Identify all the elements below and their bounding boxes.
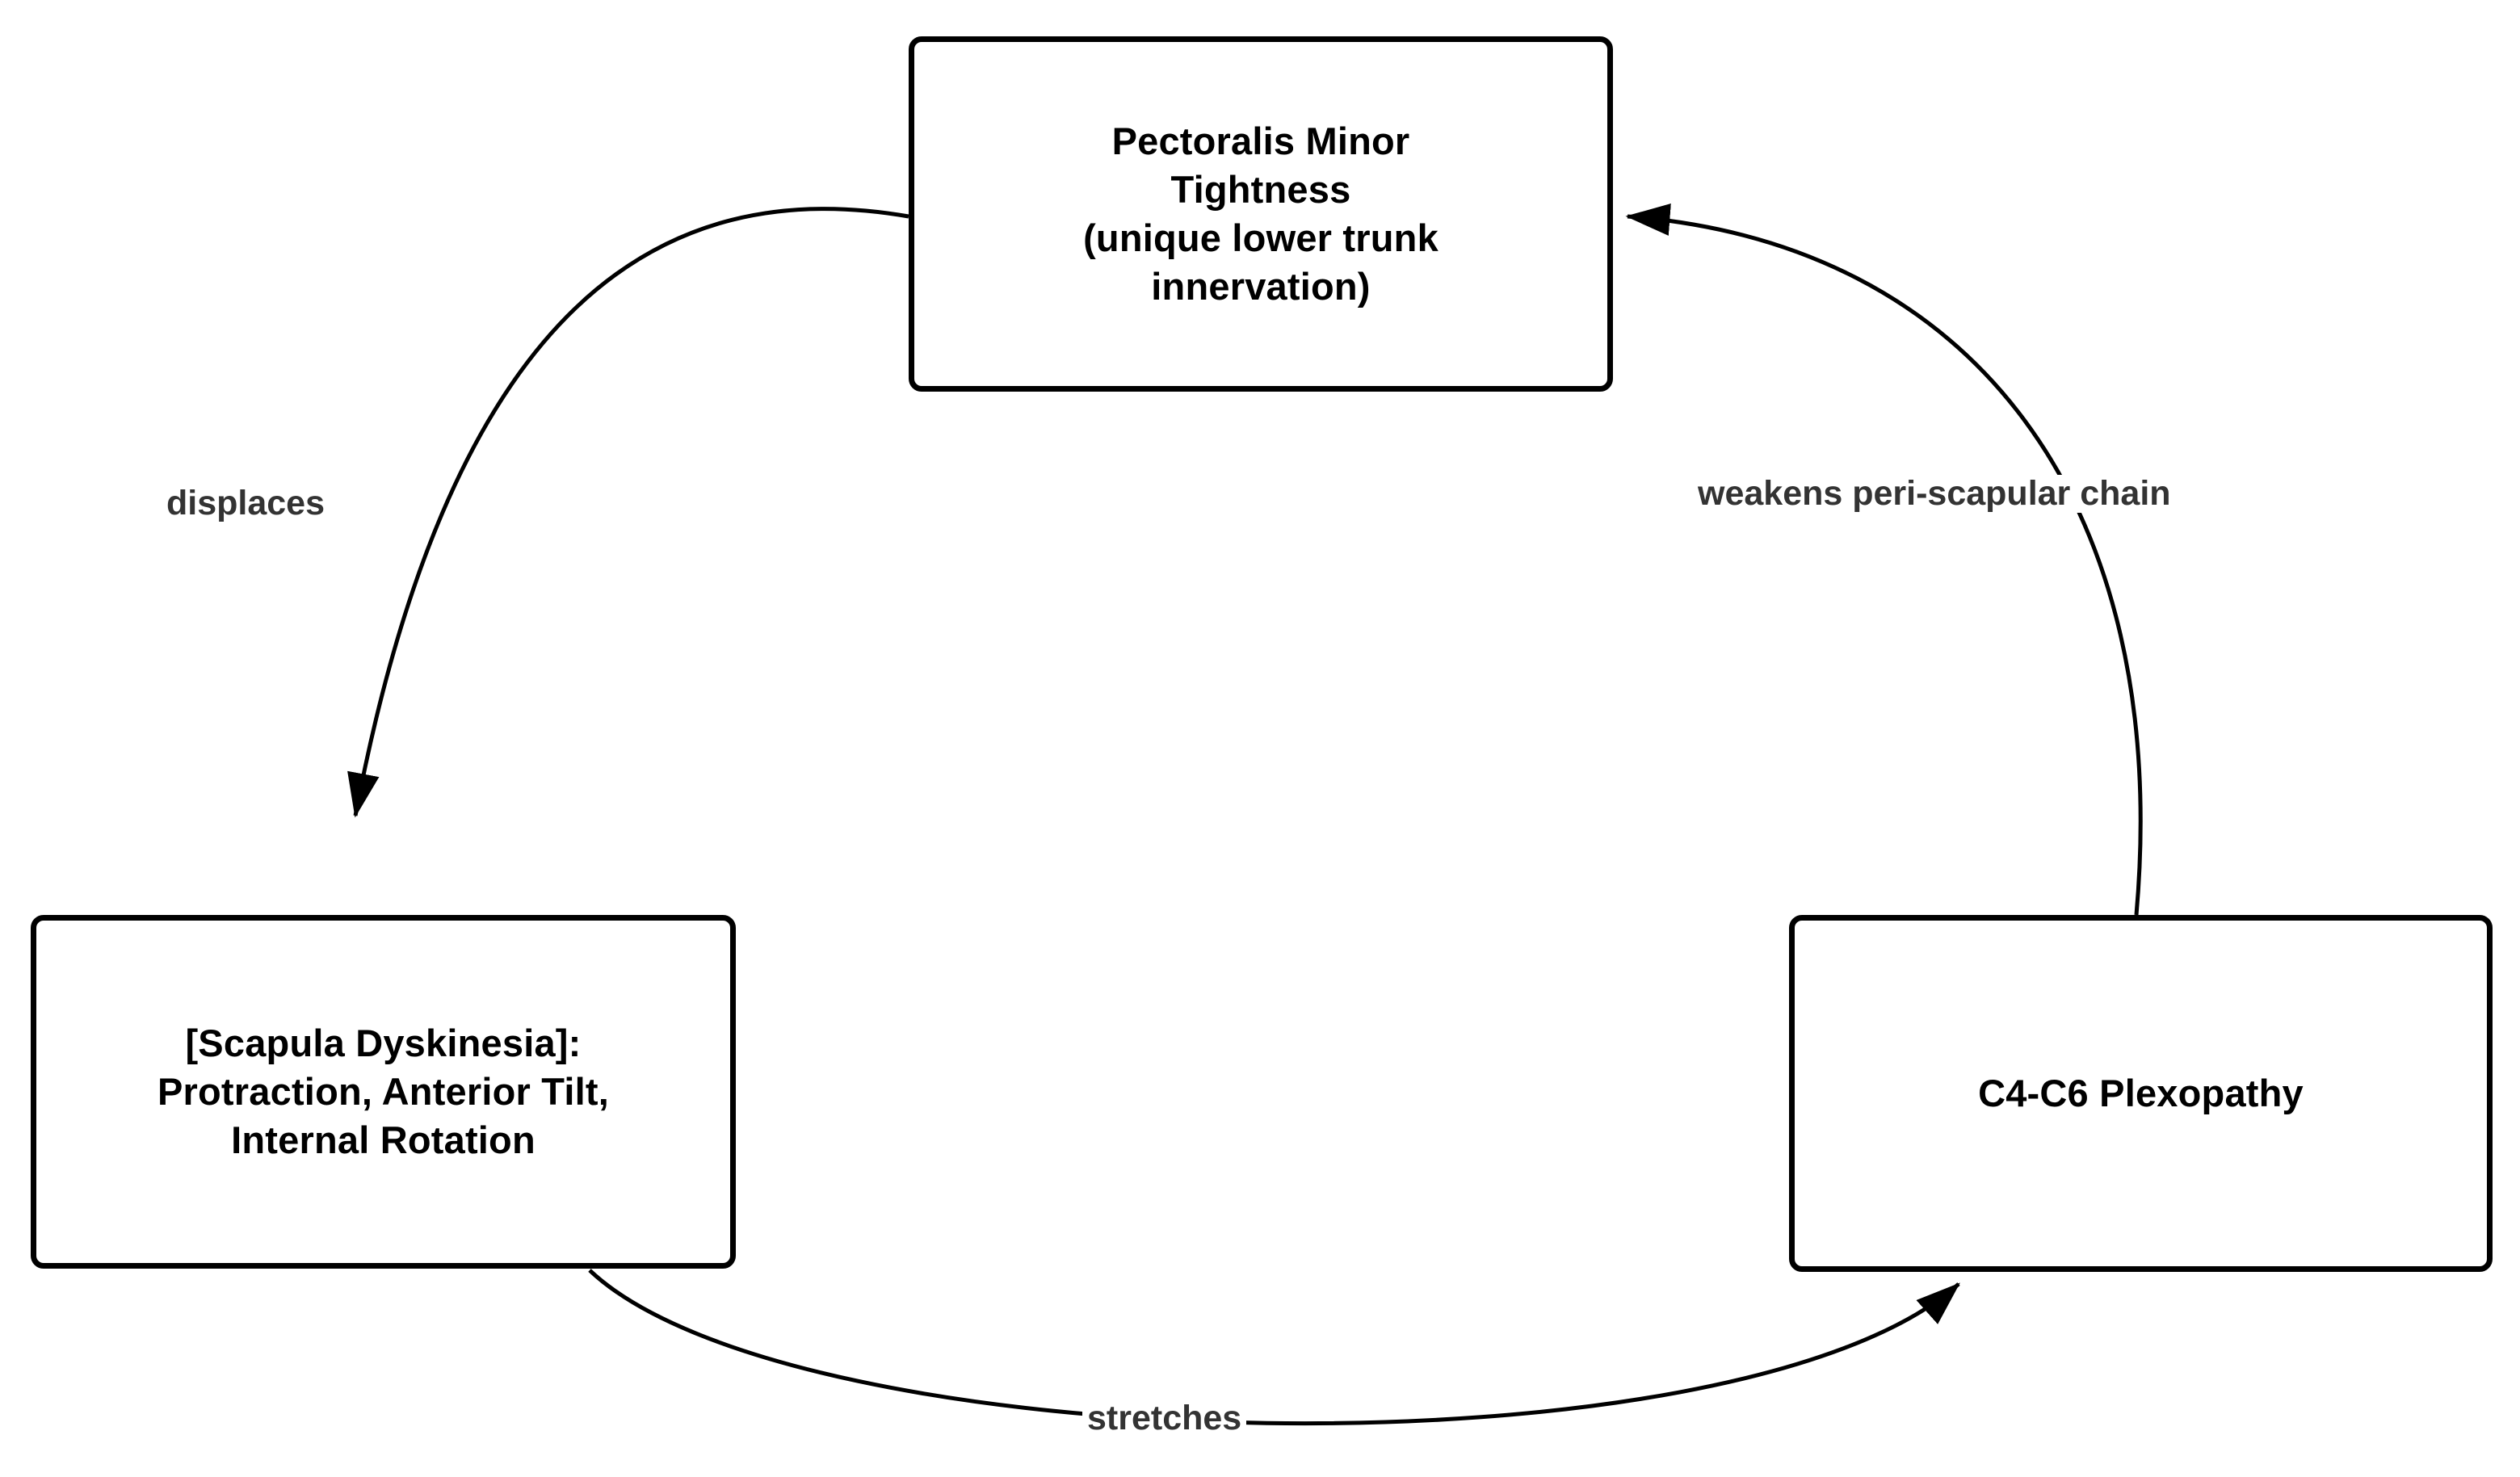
node-pectoralis-minor-tightness[interactable]: Pectoralis Minor Tightness (unique lower… [909,36,1613,392]
node-scapula-dyskinesia-label: [Scapula Dyskinesia]: Protraction, Anter… [157,1021,609,1162]
edge-label-stretches: stretches [1082,1399,1247,1438]
node-c4-c6-plexopathy[interactable]: C4-C6 Plexopathy [1789,915,2493,1272]
node-scapula-dyskinesia[interactable]: [Scapula Dyskinesia]: Protraction, Anter… [31,915,736,1269]
edge-label-displaces: displaces [162,484,330,523]
node-c4-c6-plexopathy-label: C4-C6 Plexopathy [1978,1071,2304,1114]
edge-pectoralis-to-scapula [347,207,909,818]
edge-plexopathy-to-pectoralis [1625,204,2143,916]
node-pectoralis-minor-tightness-label: Pectoralis Minor Tightness (unique lower… [1083,119,1438,308]
edge-scapula-to-plexopathy [588,1269,1960,1426]
edge-label-weakens: weakens peri-scapular chain [1693,474,2176,514]
